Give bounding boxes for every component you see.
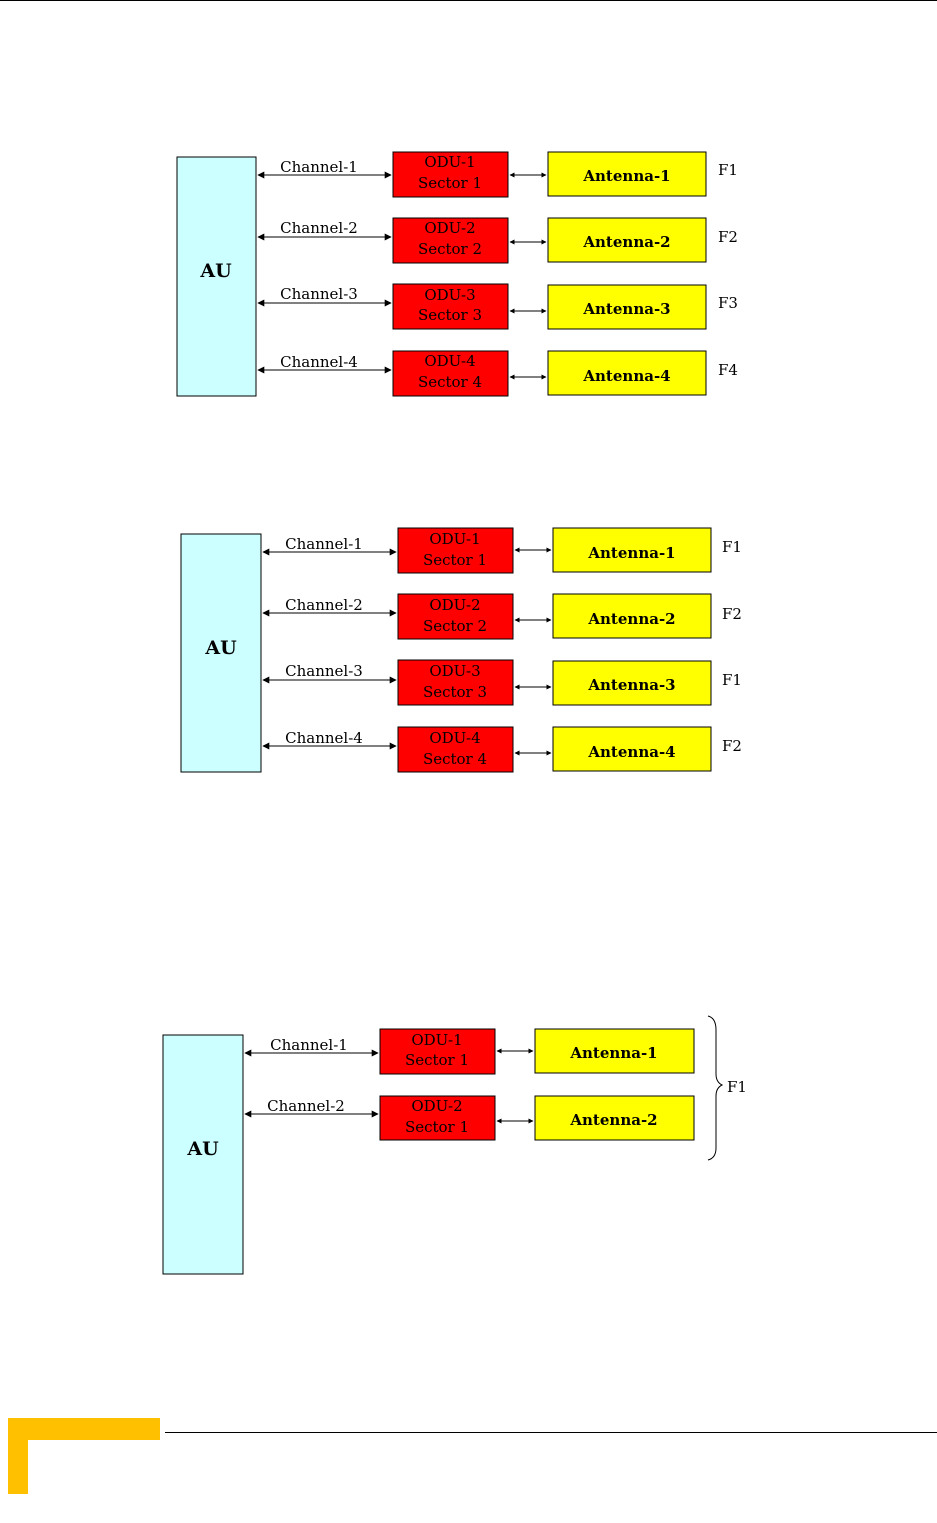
channel-row-2: Channel-2 ODU-2 Sector 2 Antenna-2 F2 xyxy=(257,217,738,264)
footer-accent-bar xyxy=(8,1418,160,1440)
channel-label: Channel-1 xyxy=(285,535,363,553)
odu-box xyxy=(397,726,514,773)
odu-box xyxy=(397,659,514,706)
sector-label: Sector 2 xyxy=(418,240,482,258)
antenna-label: Antenna-2 xyxy=(582,233,670,251)
channel-label: Channel-2 xyxy=(285,596,363,614)
top-rule xyxy=(0,0,937,1)
frequency-label: F2 xyxy=(722,737,742,755)
odu-box xyxy=(379,1095,496,1141)
odu-label: ODU-2 xyxy=(424,219,475,237)
channel-row-1: Channel-1 ODU-1 Sector 1 Antenna-1 xyxy=(244,1028,695,1075)
sector-label: Sector 3 xyxy=(418,306,482,324)
odu-label: ODU-1 xyxy=(424,153,475,171)
antenna-label: Antenna-3 xyxy=(582,300,670,318)
channel-label: Channel-4 xyxy=(280,353,358,371)
frequency-label: F3 xyxy=(718,294,738,312)
channel-label: Channel-3 xyxy=(280,285,358,303)
antenna-box xyxy=(552,593,712,639)
odu-box xyxy=(379,1028,496,1075)
sector-label: Sector 1 xyxy=(405,1118,469,1136)
au-label: AU xyxy=(204,637,237,659)
sector-label: Sector 1 xyxy=(423,551,487,569)
antenna-label: Antenna-2 xyxy=(587,610,675,628)
channel-row-2: Channel-2 ODU-2 Sector 2 Antenna-2 F2 xyxy=(262,593,742,640)
au-box xyxy=(162,1034,244,1275)
odu-label: ODU-1 xyxy=(429,530,480,548)
odu-box xyxy=(392,283,509,330)
antenna-label: Antenna-1 xyxy=(569,1044,657,1062)
odu-box xyxy=(392,151,509,198)
frequency-brace xyxy=(707,1015,724,1161)
channel-row-4: Channel-4 ODU-4 Sector 4 Antenna-4 F4 xyxy=(257,350,738,397)
antenna-label: Antenna-4 xyxy=(587,743,675,761)
antenna-box xyxy=(552,527,712,573)
channel-label: Channel-2 xyxy=(280,219,358,237)
odu-label: ODU-3 xyxy=(424,286,475,304)
footer-accent-stem xyxy=(8,1418,28,1494)
odu-label: ODU-1 xyxy=(411,1031,462,1049)
antenna-box xyxy=(552,660,712,706)
antenna-label: Antenna-1 xyxy=(587,544,675,562)
antenna-box xyxy=(547,350,707,396)
frequency-label: F4 xyxy=(718,361,738,379)
odu-box xyxy=(397,527,514,574)
antenna-label: Antenna-3 xyxy=(587,676,675,694)
frequency-label: F1 xyxy=(727,1078,747,1096)
odu-label: ODU-4 xyxy=(424,352,475,370)
channel-row-2: Channel-2 ODU-2 Sector 1 Antenna-2 xyxy=(244,1095,695,1141)
antenna-box xyxy=(547,284,707,330)
channel-label: Channel-2 xyxy=(267,1097,345,1115)
sector-label: Sector 4 xyxy=(423,750,487,768)
frequency-label: F2 xyxy=(722,605,742,623)
channel-label: Channel-4 xyxy=(285,729,363,747)
antenna-box xyxy=(547,151,707,197)
antenna-box xyxy=(534,1028,695,1074)
odu-box xyxy=(392,350,509,397)
antenna-label: Antenna-1 xyxy=(582,167,670,185)
channel-row-1: Channel-1 ODU-1 Sector 1 Antenna-1 F1 xyxy=(257,151,738,198)
antenna-label: Antenna-2 xyxy=(569,1111,657,1129)
antenna-label: Antenna-4 xyxy=(582,367,670,385)
odu-box xyxy=(392,217,509,264)
frequency-label: F1 xyxy=(722,671,742,689)
sector-label: Sector 2 xyxy=(423,617,487,635)
channel-label: Channel-1 xyxy=(270,1036,348,1054)
sector-label: Sector 1 xyxy=(405,1051,469,1069)
diagram-1: AU Channel-1 ODU-1 Sector 1 Antenna-1 F1… xyxy=(176,151,738,397)
sector-label: Sector 3 xyxy=(423,683,487,701)
au-box xyxy=(180,533,262,773)
diagram-2: AU Channel-1 ODU-1 Sector 1 Antenna-1 F1… xyxy=(180,527,742,773)
channel-row-3: Channel-3 ODU-3 Sector 3 Antenna-3 F3 xyxy=(257,283,738,330)
odu-label: ODU-4 xyxy=(429,729,480,747)
au-box xyxy=(176,156,257,397)
channel-row-4: Channel-4 ODU-4 Sector 4 Antenna-4 F2 xyxy=(262,726,742,773)
odu-label: ODU-2 xyxy=(429,596,480,614)
channel-row-1: Channel-1 ODU-1 Sector 1 Antenna-1 F1 xyxy=(262,527,742,574)
frequency-label: F1 xyxy=(718,161,738,179)
sector-label: Sector 4 xyxy=(418,373,482,391)
channel-label: Channel-1 xyxy=(280,158,358,176)
sector-label: Sector 1 xyxy=(418,174,482,192)
diagram-3: AU Channel-1 ODU-1 Sector 1 Antenna-1 Ch… xyxy=(162,1015,747,1275)
footer-rule xyxy=(165,1432,937,1433)
antenna-box xyxy=(534,1095,695,1141)
channel-label: Channel-3 xyxy=(285,662,363,680)
antenna-box xyxy=(547,217,707,263)
frequency-label: F2 xyxy=(718,228,738,246)
frequency-label: F1 xyxy=(722,538,742,556)
odu-label: ODU-3 xyxy=(429,662,480,680)
au-label: AU xyxy=(186,1138,219,1160)
antenna-box xyxy=(552,726,712,772)
channel-row-3: Channel-3 ODU-3 Sector 3 Antenna-3 F1 xyxy=(262,659,742,706)
odu-box xyxy=(397,593,514,640)
odu-label: ODU-2 xyxy=(411,1097,462,1115)
au-label: AU xyxy=(199,260,232,282)
